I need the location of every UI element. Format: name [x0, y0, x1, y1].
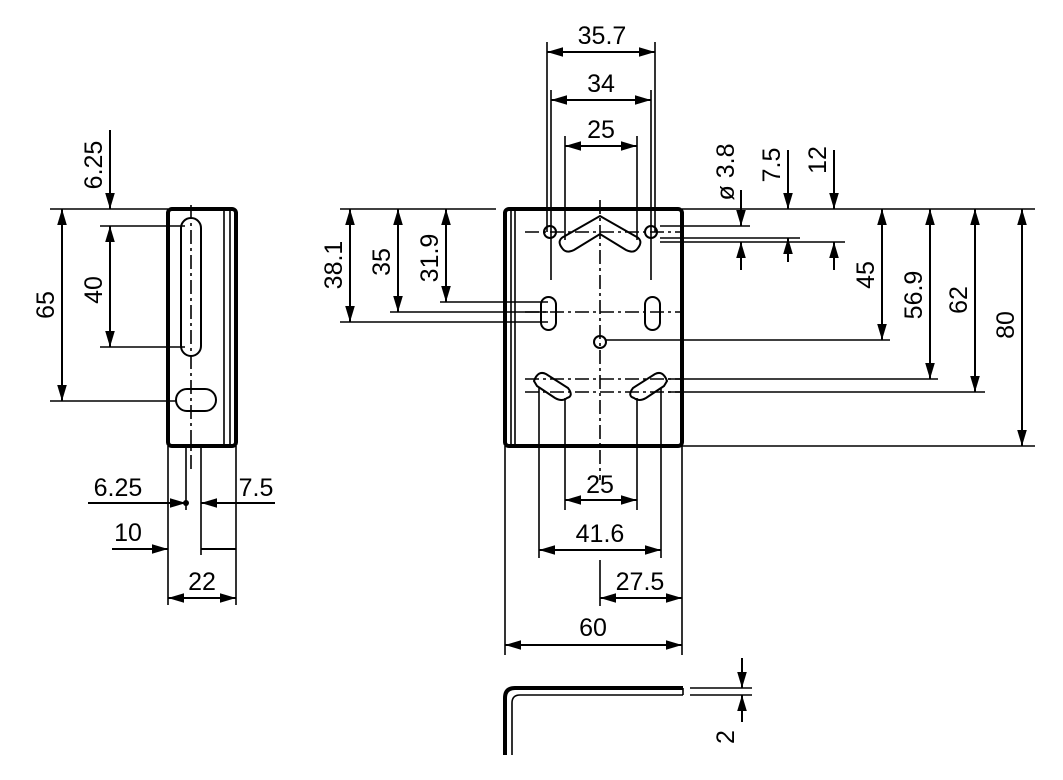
dim-56-9: 56.9 [900, 271, 928, 320]
dim-27-5: 27.5 [616, 568, 665, 596]
slot-mid-left [540, 296, 557, 331]
slot-bottom-right [629, 371, 669, 401]
dim-side-w7-5: 7.5 [239, 474, 274, 502]
profile-view: 2 [503, 658, 752, 755]
slot-bottom-left [532, 371, 572, 401]
side-horizontal-slot [175, 388, 217, 412]
dim-38-1: 38.1 [320, 241, 348, 290]
dim-62: 62 [945, 286, 973, 314]
dim-side-65: 65 [32, 291, 60, 319]
dim-side-10: 10 [114, 519, 142, 547]
dim-top-25: 25 [587, 116, 615, 144]
side-view: 6.25 40 65 6.25 7.5 10 22 [32, 130, 275, 605]
dim-thickness-2: 2 [712, 730, 740, 744]
dim-35: 35 [368, 248, 396, 276]
dim-bottom-25: 25 [586, 471, 614, 499]
dim-35-7: 35.7 [578, 22, 627, 50]
dim-31-9: 31.9 [416, 234, 444, 283]
dim-45: 45 [852, 261, 880, 289]
slot-mid-right [644, 296, 661, 331]
dim-60: 60 [579, 614, 607, 642]
hole-center [593, 335, 607, 349]
dim-side-6-25: 6.25 [80, 141, 108, 190]
dim-41-6: 41.6 [576, 520, 625, 548]
dim-side-w6-25: 6.25 [94, 474, 143, 502]
dim-34: 34 [587, 70, 615, 98]
dim-80: 80 [992, 311, 1020, 339]
dim-side-22: 22 [188, 568, 216, 596]
front-view: 35.7 34 25 ø 3.8 7.5 12 45 56.9 62 80 38… [320, 22, 1035, 655]
dim-side-40: 40 [80, 276, 108, 304]
dim-12: 12 [804, 146, 832, 174]
chevron-slot [558, 214, 642, 253]
dim-diameter-3-8: ø 3.8 [712, 144, 740, 201]
dim-7-5: 7.5 [758, 148, 786, 183]
